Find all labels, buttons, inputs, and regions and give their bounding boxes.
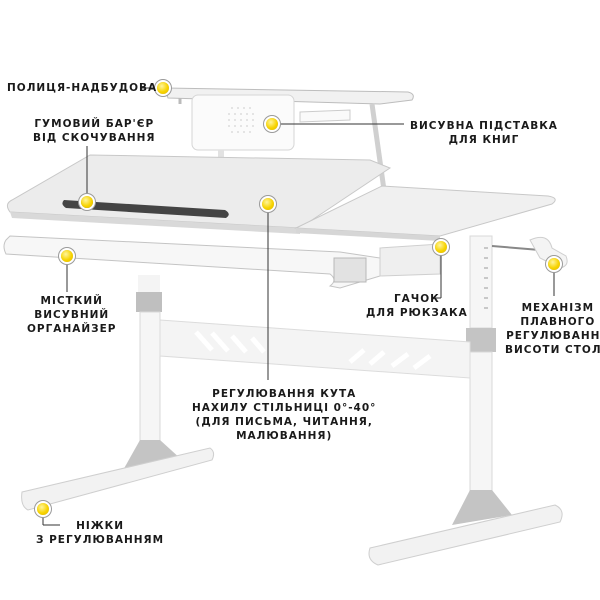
organizer-marker-icon: [61, 250, 73, 262]
shelf-marker-icon: [157, 82, 169, 94]
drawer-organizer: [3, 235, 381, 289]
label-organizer: Місткий висувний органайзер: [27, 295, 117, 335]
book-stand: [191, 94, 295, 162]
barrier-marker-icon: [81, 196, 93, 208]
book-stand-marker-icon: [266, 118, 278, 130]
rubber-barrier: [62, 200, 229, 218]
crossbar: [159, 319, 471, 379]
fixed-tabletop: [294, 185, 556, 241]
label-hook: Гачок для рюкзака: [366, 293, 468, 319]
tilting-tabletop: [6, 154, 392, 234]
label-shelf: Полиця-надбудова: [7, 82, 158, 94]
tilt-marker-icon: [262, 198, 274, 210]
label-book-stand: Висувна підставка для книг: [410, 120, 558, 146]
left-leg: [21, 275, 215, 511]
label-tilt: Регулювання кута нахилу стільниці 0°-40°…: [192, 388, 377, 442]
label-rubber-barrier: Гумовий бар'єр від скочування: [33, 118, 156, 144]
label-height-mechanism: Механізм плавного регулювання висоти сто…: [505, 302, 600, 356]
crank-marker-icon: [548, 258, 560, 270]
feet-marker-icon: [37, 503, 49, 515]
label-feet: Ніжки з регулюванням: [36, 520, 165, 546]
right-leg: [368, 235, 563, 566]
hook-marker-icon: [435, 241, 447, 253]
